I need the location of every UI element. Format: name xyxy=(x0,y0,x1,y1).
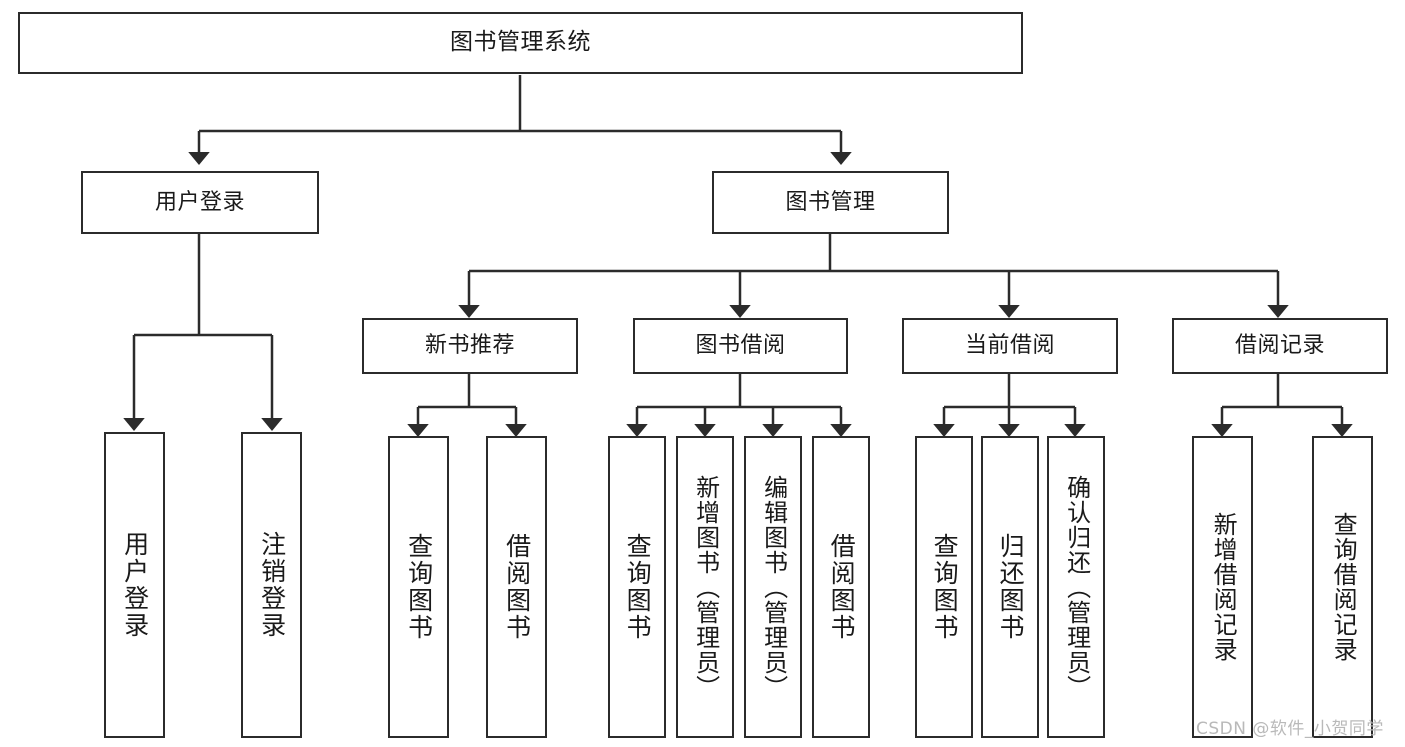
edge-group-borrow xyxy=(626,374,852,437)
node-leaf-confirm-return-admin[interactable]: 确认归还（管理员） xyxy=(1047,436,1105,738)
edge-group-root xyxy=(188,75,852,165)
node-borrow-records[interactable]: 借阅记录 xyxy=(1172,318,1388,374)
node-leaf-user-login-label: 用户登录 xyxy=(120,531,150,639)
node-leaf-borrow-books-recommend[interactable]: 借阅图书 xyxy=(486,436,547,738)
node-leaf-add-borrow-record[interactable]: 新增借阅记录 xyxy=(1192,436,1253,738)
node-leaf-borrow-books-recommend-label: 借阅图书 xyxy=(502,533,532,641)
node-leaf-query-borrow-record[interactable]: 查询借阅记录 xyxy=(1312,436,1373,738)
node-leaf-return-books-label: 归还图书 xyxy=(996,533,1026,641)
node-user-login[interactable]: 用户登录 xyxy=(81,171,319,234)
node-borrow-records-label: 借阅记录 xyxy=(1234,333,1325,359)
edge-group-book-mgmt xyxy=(458,234,1289,318)
node-current-borrow[interactable]: 当前借阅 xyxy=(902,318,1118,374)
node-leaf-logout-label: 注销登录 xyxy=(257,531,287,639)
edge-group-records xyxy=(1211,374,1353,437)
edge-group-user-login xyxy=(123,234,283,431)
node-leaf-borrow-books-label: 借阅图书 xyxy=(827,533,857,641)
node-leaf-confirm-return-admin-label: 确认归还（管理员） xyxy=(1062,474,1091,700)
edge-group-new-books xyxy=(407,374,527,437)
node-leaf-query-borrow-record-label: 查询借阅记录 xyxy=(1329,512,1358,662)
node-book-management[interactable]: 图书管理 xyxy=(712,171,949,234)
node-leaf-add-book-admin[interactable]: 新增图书（管理员） xyxy=(676,436,734,738)
node-leaf-add-borrow-record-label: 新增借阅记录 xyxy=(1209,512,1238,662)
node-root-system-label: 图书管理系统 xyxy=(450,29,591,56)
node-leaf-user-login[interactable]: 用户登录 xyxy=(104,432,165,738)
node-leaf-query-books-borrow[interactable]: 查询图书 xyxy=(608,436,666,738)
node-leaf-edit-book-admin[interactable]: 编辑图书（管理员） xyxy=(744,436,802,738)
node-leaf-query-books-current-label: 查询图书 xyxy=(930,533,960,641)
node-leaf-logout[interactable]: 注销登录 xyxy=(241,432,302,738)
node-book-borrow-label: 图书借阅 xyxy=(695,333,786,359)
node-leaf-return-books[interactable]: 归还图书 xyxy=(981,436,1039,738)
node-user-login-label: 用户登录 xyxy=(154,189,245,215)
node-root-system[interactable]: 图书管理系统 xyxy=(18,12,1023,74)
edge-group-current-borrow xyxy=(933,374,1086,437)
node-leaf-edit-book-admin-label: 编辑图书（管理员） xyxy=(759,474,788,700)
node-leaf-add-book-admin-label: 新增图书（管理员） xyxy=(691,474,720,700)
csdn-watermark: CSDN @软件_小贺同学 xyxy=(1196,719,1384,739)
node-leaf-borrow-books[interactable]: 借阅图书 xyxy=(812,436,870,738)
node-current-borrow-label: 当前借阅 xyxy=(964,333,1055,359)
node-leaf-query-books-current[interactable]: 查询图书 xyxy=(915,436,973,738)
node-book-management-label: 图书管理 xyxy=(785,189,876,215)
node-new-book-recommend-label: 新书推荐 xyxy=(424,333,515,359)
node-leaf-query-books-borrow-label: 查询图书 xyxy=(623,533,653,641)
node-book-borrow[interactable]: 图书借阅 xyxy=(633,318,848,374)
node-new-book-recommend[interactable]: 新书推荐 xyxy=(362,318,578,374)
node-leaf-query-books-recommend[interactable]: 查询图书 xyxy=(388,436,449,738)
node-leaf-query-books-recommend-label: 查询图书 xyxy=(404,533,434,641)
